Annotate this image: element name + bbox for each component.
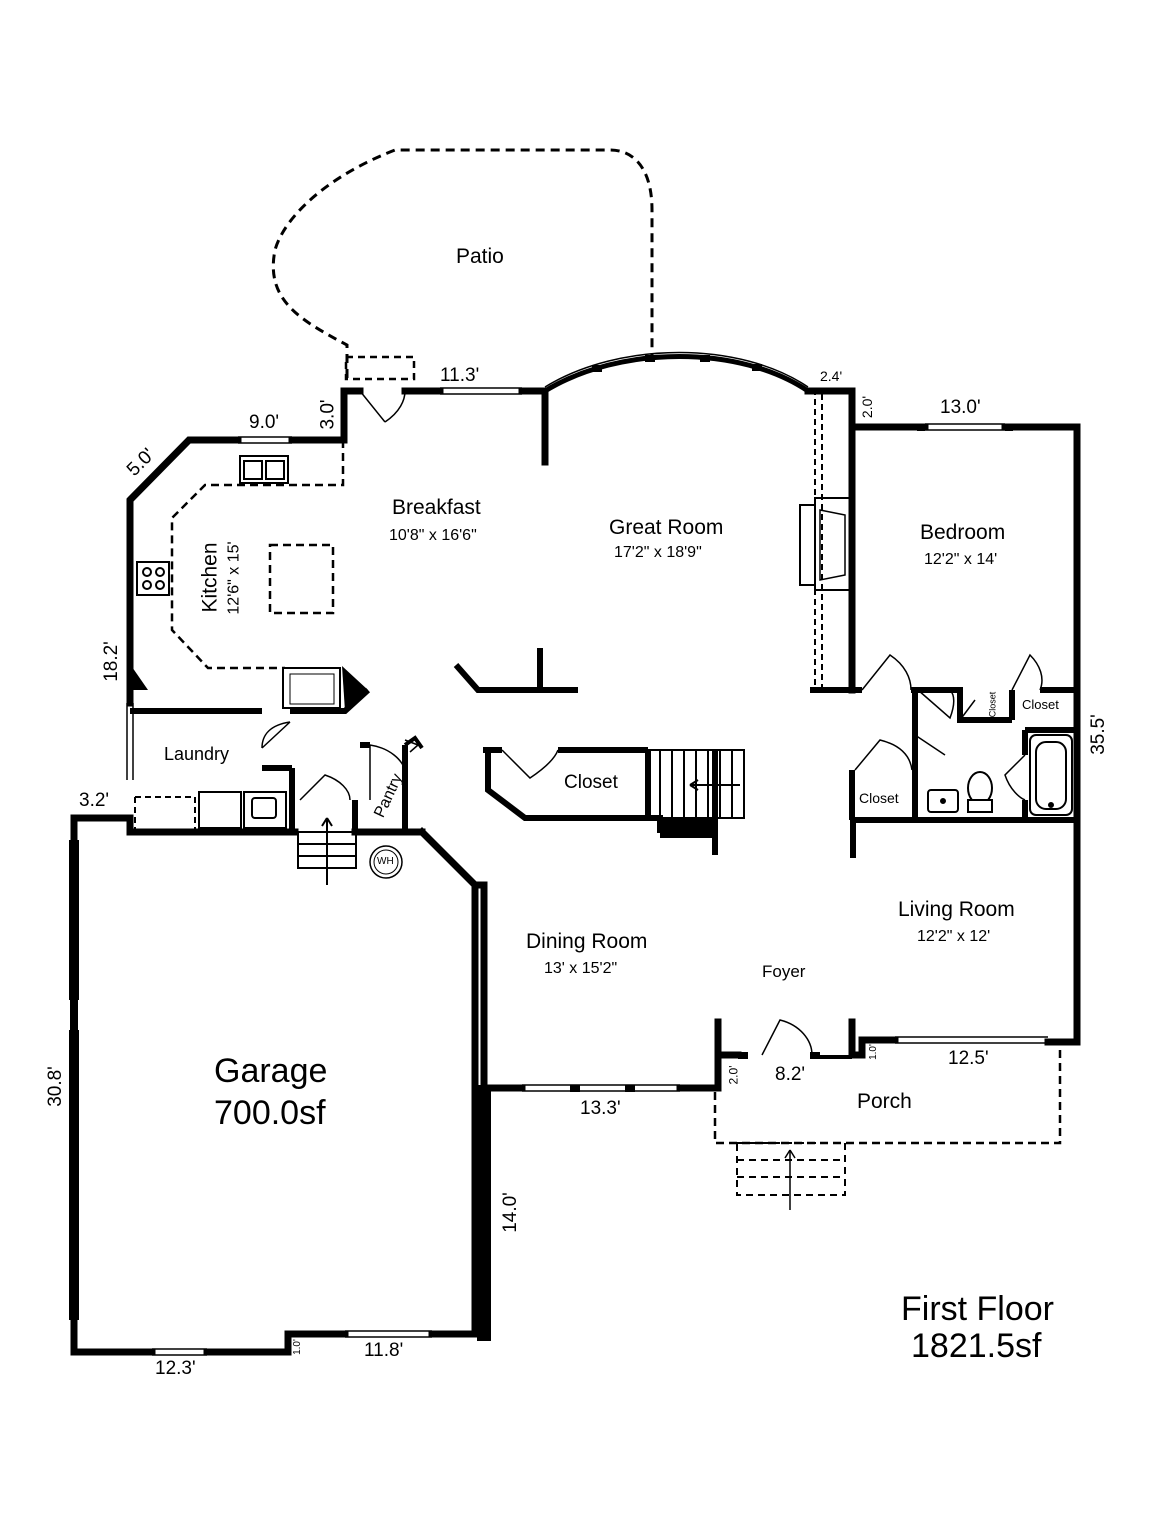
measure-12-3: 12.3' — [155, 1358, 196, 1379]
bay-window — [543, 354, 810, 394]
living-room-dimensions: 12'2" x 12' — [917, 928, 991, 945]
dining-room-dimensions: 13' x 15'2" — [544, 960, 618, 977]
living-room-label: Living Room — [898, 898, 1015, 921]
measure-14-0: 14.0' — [499, 1192, 521, 1233]
measure-13-0: 13.0' — [940, 397, 981, 418]
porch-steps — [736, 1142, 846, 1196]
dishwasher — [282, 667, 341, 709]
great-room-dimensions: 17'2" x 18'9" — [614, 544, 702, 561]
garage-area: 700.0sf — [214, 1094, 326, 1132]
measure-9-0: 9.0' — [249, 412, 280, 433]
garage-left-window — [69, 840, 79, 1320]
measure-3-0: 3.0' — [317, 399, 339, 430]
kitchen-dimensions: 12'6" x 15' — [225, 541, 243, 615]
breakfast-label: Breakfast — [392, 496, 481, 519]
bedroom-closet-label: Closet — [1022, 697, 1059, 712]
kitchen-island — [268, 543, 335, 615]
measure-3-2: 3.2' — [79, 790, 110, 811]
bedroom-label: Bedroom — [920, 521, 1006, 544]
dining-room-label: Dining Room — [526, 930, 648, 953]
foyer-label: Foyer — [762, 962, 806, 981]
breakfast-dimensions: 10'8" x 16'6" — [389, 527, 477, 544]
doors — [261, 390, 1043, 1056]
measure-11-8: 11.8' — [364, 1340, 404, 1361]
measure-35-5: 35.5' — [1087, 714, 1109, 755]
measure-12-5: 12.5' — [948, 1048, 989, 1069]
small-closet-label: Closet — [987, 691, 998, 718]
measure-30-8: 30.8' — [44, 1066, 66, 1107]
measure-2-4: 2.4' — [820, 368, 843, 384]
garage-steps — [297, 817, 357, 885]
windows — [126, 387, 1048, 1356]
great-room-label: Great Room — [609, 516, 724, 539]
kitchen-label: Kitchen — [198, 542, 222, 613]
interior-walls — [130, 648, 1077, 1055]
porch-label: Porch — [857, 1090, 912, 1113]
patio-step — [344, 355, 416, 381]
laundry-label: Laundry — [164, 744, 230, 764]
bedroom-dimensions: 12'2" x 14' — [924, 551, 998, 568]
patio-label: Patio — [456, 245, 504, 268]
measure-2-0-porch: 2.0' — [726, 1065, 741, 1085]
measure-13-3: 13.3' — [580, 1098, 621, 1119]
measure-8-2: 8.2' — [775, 1064, 806, 1085]
exterior-walls — [70, 387, 1081, 1356]
measure-1-0-porch: 1.0' — [867, 1044, 879, 1060]
stove-icon — [136, 561, 170, 596]
patio-outline — [271, 148, 654, 378]
garage-label: Garage — [214, 1052, 328, 1090]
washer-dryer — [198, 791, 287, 829]
measure-1-0-garage: 1.0' — [291, 1339, 303, 1355]
water-heater-label: WH — [377, 856, 394, 867]
porch-outline — [713, 1045, 1062, 1145]
staircase — [647, 749, 745, 819]
floor-area: 1821.5sf — [911, 1327, 1042, 1365]
sink-icon — [239, 455, 289, 484]
hall-closet-label: Closet — [564, 772, 618, 793]
floor-name: First Floor — [901, 1290, 1054, 1328]
kitchen-counters — [170, 440, 345, 670]
measure-2-0-top: 2.0' — [859, 395, 876, 419]
water-heater-icon — [369, 845, 403, 879]
bath-closet-label: Closet — [859, 790, 899, 806]
measure-11-3: 11.3' — [440, 365, 480, 386]
bathroom-fixtures — [927, 734, 1073, 816]
measure-18-2: 18.2' — [100, 641, 122, 682]
fireplace — [799, 390, 853, 692]
